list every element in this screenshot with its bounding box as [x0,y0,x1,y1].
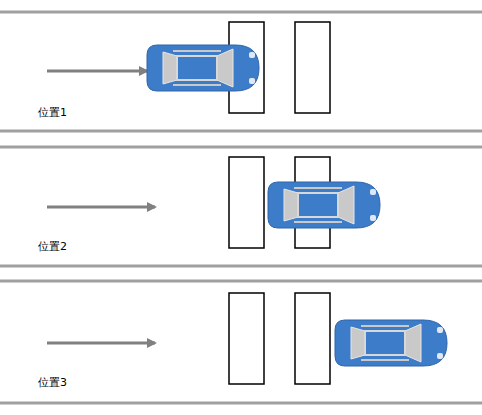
position-label: 位置2 [38,240,67,253]
position-label: 位置3 [38,376,67,389]
position-label: 位置1 [38,106,67,119]
road-edges [0,12,482,403]
car [147,45,259,91]
car [268,182,380,228]
car [335,320,447,366]
